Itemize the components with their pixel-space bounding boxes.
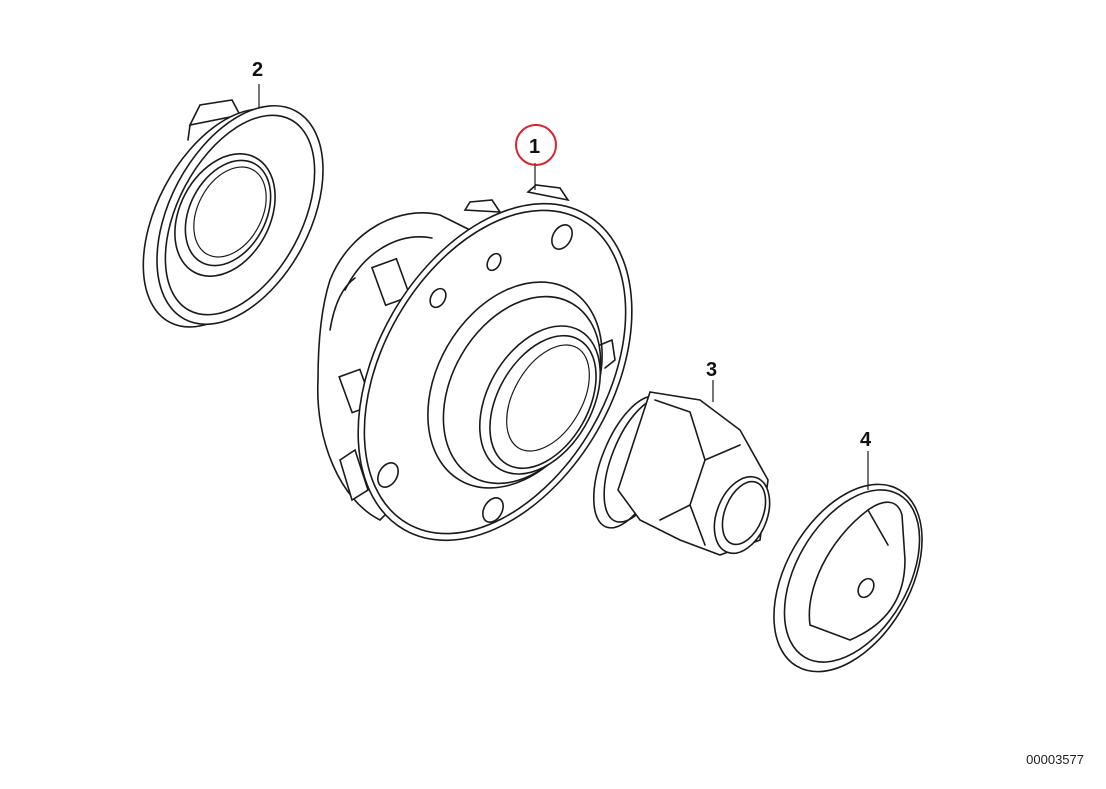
callout-1-highlight [515,124,557,166]
part-grease-cap [773,483,923,673]
callout-1: 1 [529,136,540,158]
callout-2: 2 [252,59,263,81]
part-seal-ring [142,99,324,328]
callout-4: 4 [860,429,872,451]
part-wheel-hub [316,184,633,542]
callout-3: 3 [706,359,717,381]
part-collar-nut [592,391,771,556]
document-id: 00003577 [1026,752,1084,767]
